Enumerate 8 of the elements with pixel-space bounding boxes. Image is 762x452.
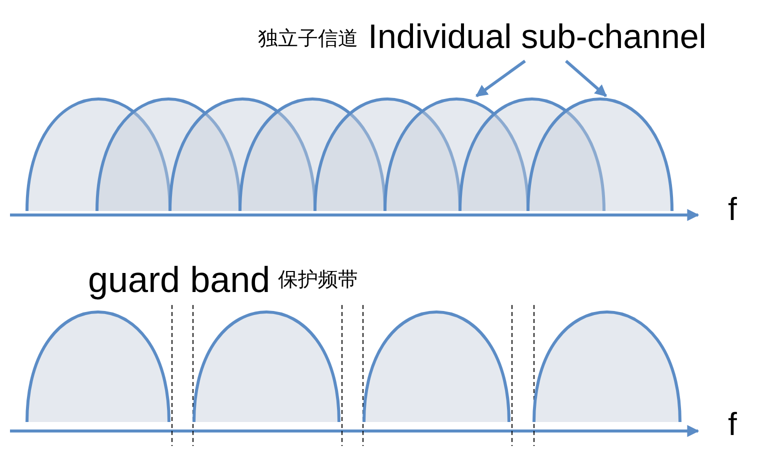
arrow [476, 60, 526, 98]
translation-text: 保护频带 [278, 270, 358, 290]
annotation-text: Individual sub-channel [368, 20, 706, 54]
translation-text: 独立子信道 [258, 29, 358, 49]
axis-label: f [728, 193, 737, 225]
annotation-text: guard band [88, 262, 270, 298]
arrow [565, 60, 607, 98]
axis-label: f [728, 408, 737, 440]
